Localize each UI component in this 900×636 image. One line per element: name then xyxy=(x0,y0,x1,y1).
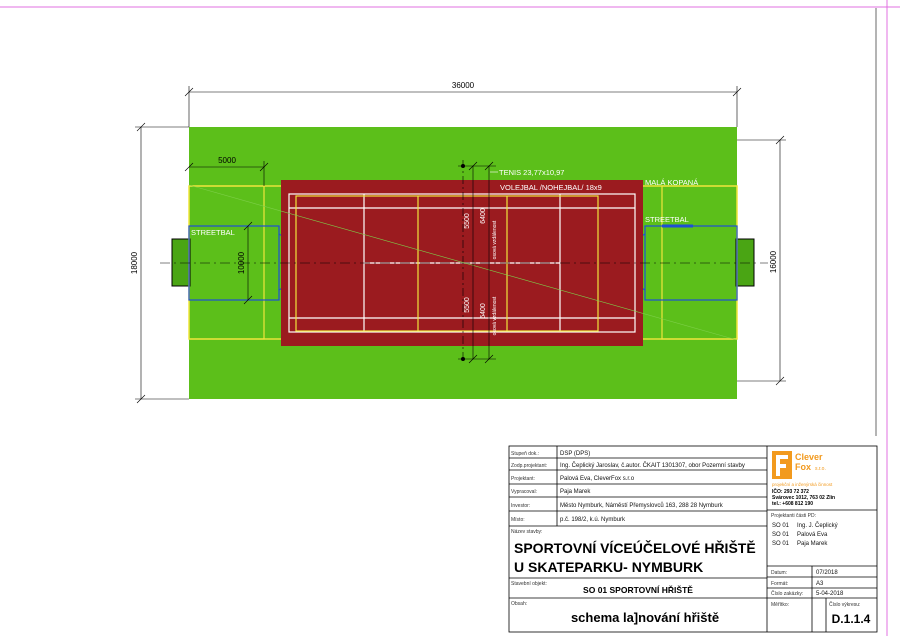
tb-order-value: 5-04-2018 xyxy=(816,591,844,597)
tb-stage-value: DSP (DPS) xyxy=(560,451,590,457)
company-name-line1: Clever xyxy=(795,452,823,462)
dim-post-spacing-upper-text: 6400 xyxy=(480,208,487,224)
tb-investor-label: Investor: xyxy=(511,503,530,509)
dim-tick xyxy=(775,376,785,386)
tb-team-code-2: SO 01 xyxy=(772,541,790,547)
tb-drawn-by-value: Paja Marek xyxy=(560,489,591,495)
axis-label-upper: osová vzdálenost xyxy=(492,220,498,259)
tb-designer-value: Palová Eva, CleverFox s.r.o xyxy=(560,476,635,482)
tb-team-code-1: SO 01 xyxy=(772,532,790,538)
tb-object-label: Stavební objekt: xyxy=(511,581,547,587)
company-suffix: s.r.o. xyxy=(815,466,826,472)
company-phone: tel.: +608 812 190 xyxy=(772,501,813,507)
tb-responsible-label: Zodp.projektant: xyxy=(511,463,547,469)
tb-team-name-0: Ing. J. Čeplický xyxy=(797,522,838,529)
sports-field-plan xyxy=(160,127,768,399)
tb-date-label: Datum: xyxy=(771,570,787,576)
label-volleyball: VOLEJBAL /NOHEJBAL/ 18x9 xyxy=(500,183,602,192)
tb-team-label: Projektanti části PD: xyxy=(771,513,816,519)
tb-designer-label: Projektant: xyxy=(511,476,535,482)
dim-total-length-text: 36000 xyxy=(452,81,475,90)
dim-tick xyxy=(468,161,478,171)
dim-half-upper-text: 5500 xyxy=(464,213,471,229)
tb-sheet-no: D.1.1.4 xyxy=(832,612,871,626)
company-name-line2: Fox xyxy=(795,462,811,472)
label-tennis: TENIS 23,77x10,97 xyxy=(499,168,564,177)
tb-date-value: 07/2018 xyxy=(816,570,838,576)
dim-streetball-text: 10000 xyxy=(237,251,246,274)
tb-team-name-2: Paja Marek xyxy=(797,541,828,547)
tb-sheet-no-label: Číslo výkresu: xyxy=(829,601,860,608)
company-address: Svárovec 1012, 763 02 Zlín xyxy=(772,495,835,501)
tb-content-label: Obsah: xyxy=(511,601,527,607)
tb-format-label: Formát: xyxy=(771,581,788,587)
volleyball-boundary xyxy=(295,195,599,332)
dim-tick xyxy=(184,87,194,97)
tb-place-label: Místo: xyxy=(511,517,525,523)
dim-tick xyxy=(468,354,478,364)
tb-format-value: A3 xyxy=(816,581,824,587)
tb-scale-label: Měřítko: xyxy=(771,602,789,608)
tb-order-label: Číslo zakázky: xyxy=(771,590,803,597)
dim-tick xyxy=(484,354,494,364)
tb-place-value: p.č. 198/2, k.ú. Nymburk xyxy=(560,517,626,523)
title-block xyxy=(508,445,878,633)
dim-tick xyxy=(243,295,253,305)
tb-name-label: Název stavby: xyxy=(511,529,542,535)
tb-project-name-line2: U SKATEPARKU- NYMBURK xyxy=(514,559,703,575)
dim-tick xyxy=(775,135,785,145)
label-streetball-right: STREETBAL xyxy=(645,215,689,224)
dimension-lines xyxy=(135,86,786,404)
tb-team-name-1: Palová Eva xyxy=(797,532,828,538)
dim-tick xyxy=(243,221,253,231)
company-ico: IČO: 293 72 372 xyxy=(772,488,809,495)
tb-team-code-0: SO 01 xyxy=(772,523,790,529)
tb-object-name: SO 01 SPORTOVNÍ HŘIŠTĚ xyxy=(583,584,693,595)
company-tagline: projekční a inženýrská činnost xyxy=(772,482,833,487)
dim-half-lower-text: 5500 xyxy=(464,297,471,313)
dim-tick xyxy=(732,87,742,97)
dim-tick xyxy=(184,162,194,172)
dim-goal-area-text: 5000 xyxy=(218,156,236,165)
goal-right xyxy=(735,238,755,287)
label-streetball-left: STREETBAL xyxy=(191,228,235,237)
dim-tick xyxy=(259,162,269,172)
axis-label-lower: osová vzdálenost xyxy=(492,296,498,335)
tb-content-name: schema la]nování hřiště xyxy=(571,610,719,625)
dim-small-football-text: 16000 xyxy=(769,250,778,273)
dim-tick xyxy=(484,161,494,171)
title-block-frame xyxy=(508,445,878,633)
tb-drawn-by-label: Vypracoval: xyxy=(511,489,537,495)
dim-tick xyxy=(136,394,146,404)
company-logo: Clever Fox s.r.o. xyxy=(772,451,826,479)
dim-post-spacing-lower-text: 6400 xyxy=(480,303,487,319)
label-small-football: MALÁ KOPANÁ xyxy=(645,178,698,187)
construction-line xyxy=(188,184,738,341)
fox-logo-mark xyxy=(776,455,788,476)
tb-stage-label: Stupeň dok.: xyxy=(511,451,539,457)
tb-investor-value: Město Nymburk, Náměstí Přemyslovců 163, … xyxy=(560,502,724,509)
goal-left xyxy=(171,238,191,287)
dim-total-width-text: 18000 xyxy=(130,251,139,274)
tb-responsible-value: Ing. Čeplický Jaroslav, č.autor. ČKAIT 1… xyxy=(560,462,745,469)
dim-tick xyxy=(136,122,146,132)
tb-project-name-line1: SPORTOVNÍ VÍCEÚČELOVÉ HŘIŠTĚ xyxy=(514,539,756,556)
